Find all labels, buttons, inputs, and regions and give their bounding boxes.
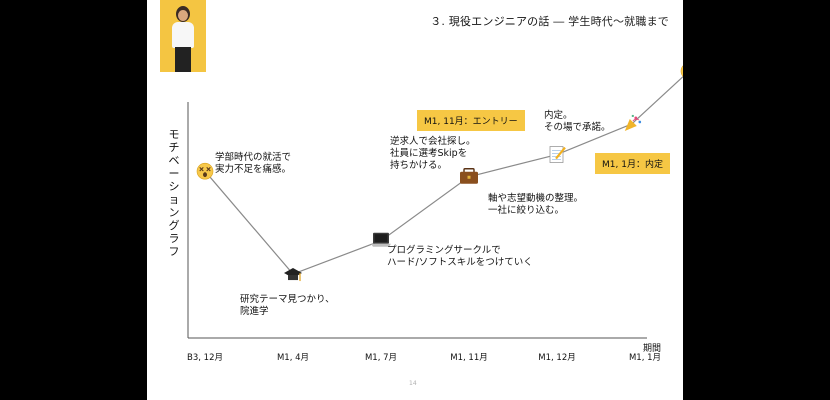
smiling-face-emoji-face (680, 65, 683, 77)
chart-series (196, 65, 683, 282)
x-tick-label-3: M1, 11月 (450, 353, 487, 363)
annotation-narrow-down: 軸や志望動機の整理。一社に絞り込む。 (488, 193, 583, 217)
presenter-photo (160, 0, 206, 72)
x-tick-label-5: M1, 1月 (629, 353, 661, 363)
popper-streamer (632, 118, 640, 122)
point-0-dizzy-face-emoji (196, 162, 214, 180)
point-5-party-popper-emoji (624, 114, 642, 131)
page-number: 14 (409, 380, 417, 387)
chart-ticks: B3, 12月 M1, 4月 M1, 7月 M1, 11月 M1, 12月 M1, 1月 (187, 353, 661, 363)
laptop-base (371, 243, 391, 247)
slide-subtitle: ― 学生時代〜就職まで (549, 15, 669, 28)
annotation-narrow-down-text: 軸や志望動機の整理。一社に絞り込む。 (488, 193, 584, 216)
point-6-smiling-face-emoji (680, 65, 683, 77)
slide-title-main: ３. 現役エンジニアの話 (430, 15, 550, 28)
cap-base (288, 275, 298, 281)
popper-cone (624, 118, 637, 131)
dizzy-face-emoji-face (196, 162, 214, 180)
memo-paper (549, 146, 564, 163)
point-1-graduation-cap-emoji (284, 268, 302, 282)
dizzy-mouth (203, 172, 207, 178)
y-axis-label: モチベーショングラフ (168, 128, 180, 258)
memo-pencil (555, 146, 566, 160)
popper-confetti-2 (638, 120, 642, 124)
annotation-circle-text: プログラミングサークルでハード/ソフトスキルをつけていく (387, 245, 533, 268)
annotation-offer: 内定。その場で承諾。 (544, 110, 611, 134)
dizzy-eye-b0 (199, 167, 204, 172)
photo-face (178, 10, 188, 21)
badge-entry: M1, 11月：エントリー (417, 110, 525, 131)
dizzy-eye-b1 (206, 167, 211, 172)
slide: ３. 現役エンジニアの話 ― 学生時代〜就職まで モチベーショングラフ B3, … (147, 0, 683, 400)
laptop-display (374, 234, 388, 243)
briefcase-latch (467, 175, 471, 179)
annotation-job-hunt: 学部時代の就活で実力不足を痛感。 (215, 152, 291, 176)
annotation-job-hunt-text: 学部時代の就活で実力不足を痛感。 (215, 152, 292, 175)
x-tick-label-4: M1, 12月 (538, 353, 575, 363)
point-4-memo-emoji (549, 146, 566, 163)
point-2-laptop-emoji (371, 232, 391, 247)
photo-pants (175, 47, 191, 72)
x-tick-label-0: B3, 12月 (187, 353, 223, 363)
annotation-research: 研究テーマ見つかり、院進学 (240, 294, 335, 318)
popper-confetti-3 (631, 114, 634, 117)
x-axis-label: 期間 (643, 344, 662, 354)
photo-shirt (172, 22, 194, 48)
badge-offer: M1, 1月：内定 (595, 153, 670, 174)
annotation-reverse-recruit: 逆求人で会社探し。社員に選考Skipを持ちかける。 (390, 136, 476, 172)
motivation-chart: B3, 12月 M1, 4月 M1, 7月 M1, 11月 M1, 12月 M1, 1月 (187, 65, 683, 363)
annotation-circle: プログラミングサークルでハード/ソフトスキルをつけていく (387, 245, 533, 269)
annotation-reverse-recruit-text: 逆求人で会社探し。社員に選考Skipを持ちかける。 (390, 136, 476, 171)
annotation-research-text: 研究テーマ見つかり、院進学 (240, 294, 335, 317)
slide-title: ３. 現役エンジニアの話 ― 学生時代〜就職まで (430, 13, 669, 29)
chart-axes (187, 102, 647, 339)
x-tick-label-2: M1, 7月 (365, 353, 397, 363)
annotation-offer-text: 内定。その場で承諾。 (544, 110, 611, 133)
point-3-briefcase-emoji (460, 168, 478, 184)
x-tick-label-1: M1, 4月 (277, 353, 309, 363)
